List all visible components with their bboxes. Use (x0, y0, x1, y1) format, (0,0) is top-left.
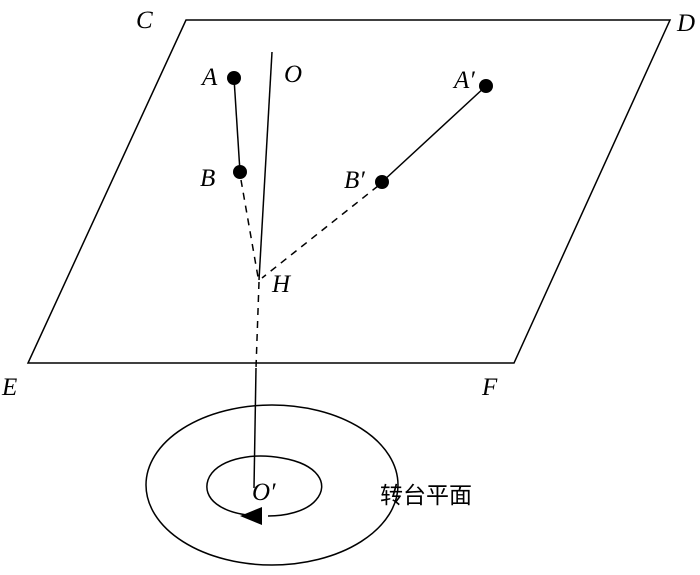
segment-a-b (233, 77, 241, 173)
turntable-ellipse (145, 404, 399, 566)
label-f: F (481, 374, 498, 401)
point-b (233, 165, 247, 179)
point-a (227, 71, 241, 85)
rotation-arrowhead-icon (240, 507, 262, 525)
label-a-prime: A′ (452, 67, 475, 94)
axis-solid-upper (258, 51, 273, 281)
segment-b-h-dashed (240, 179, 259, 278)
label-a: A (200, 64, 218, 91)
point-a-prime (479, 79, 493, 93)
rotation-arc (206, 455, 323, 517)
label-d: D (676, 10, 695, 37)
turntable-plane-label: 转台平面 (380, 483, 472, 509)
label-b: B (200, 165, 215, 192)
segment-bprime-h-dashed (261, 185, 379, 279)
axis-solid-bottom (253, 367, 257, 489)
label-o: O (284, 61, 302, 88)
segment-aprime-bprime (381, 85, 487, 183)
label-c: C (136, 7, 153, 34)
label-b-prime: B′ (344, 167, 365, 194)
label-e: E (1, 374, 17, 401)
label-o-prime: O′ (252, 479, 276, 506)
point-b-prime (375, 175, 389, 189)
label-h: H (271, 271, 292, 298)
axis-dashed-lower (255, 281, 260, 369)
plane-cdfe (26, 19, 672, 364)
